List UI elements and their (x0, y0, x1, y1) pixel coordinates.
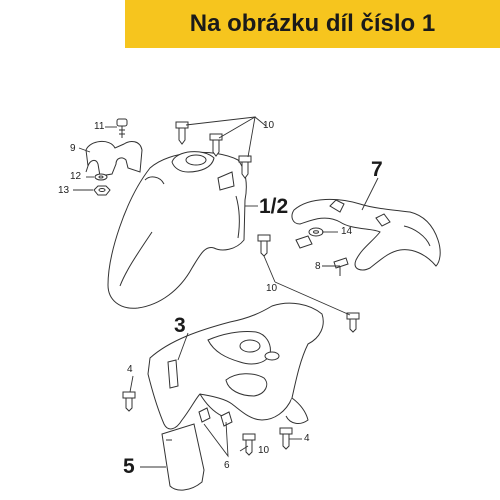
screw (175, 121, 189, 145)
mud-flap (161, 423, 205, 491)
callout-8: 8 (315, 261, 321, 272)
screw (238, 155, 252, 179)
leader-lines (73, 116, 379, 468)
clip (220, 411, 233, 427)
washer (308, 227, 324, 237)
clip (295, 235, 313, 249)
callout-13: 13 (58, 185, 70, 196)
callout-3: 3 (174, 314, 186, 337)
callout-12: 12 (70, 171, 82, 182)
callout-11: 11 (94, 121, 105, 132)
clamp-saddle (85, 141, 143, 177)
callout-5: 5 (123, 455, 135, 478)
callout-10-top: 10 (263, 120, 275, 131)
banner-title: Na obrázku díl číslo 1 (189, 10, 436, 37)
callout-10-mid: 10 (266, 283, 278, 294)
callout-1-2: 1/2 (259, 195, 289, 218)
screw (346, 312, 360, 333)
screw (257, 234, 271, 257)
callout-14: 14 (341, 226, 353, 237)
screw (116, 118, 128, 138)
washer (94, 173, 108, 181)
callout-4-right: 4 (304, 433, 310, 444)
front-fender (107, 151, 247, 309)
callout-6: 6 (224, 460, 230, 471)
screw (333, 257, 349, 276)
callout-4-left: 4 (127, 364, 133, 375)
screw (279, 427, 293, 450)
rear-fender-inner (147, 302, 324, 430)
callout-9: 9 (70, 143, 76, 154)
title-banner: Na obrázku díl číslo 1 (125, 0, 500, 48)
nut (93, 185, 111, 196)
callout-10-bottom: 10 (258, 445, 270, 456)
screw (209, 133, 223, 157)
screw (242, 433, 256, 456)
callout-7: 7 (371, 158, 383, 181)
screw (122, 391, 136, 412)
clip (198, 407, 211, 423)
fender-bracket (291, 198, 441, 271)
